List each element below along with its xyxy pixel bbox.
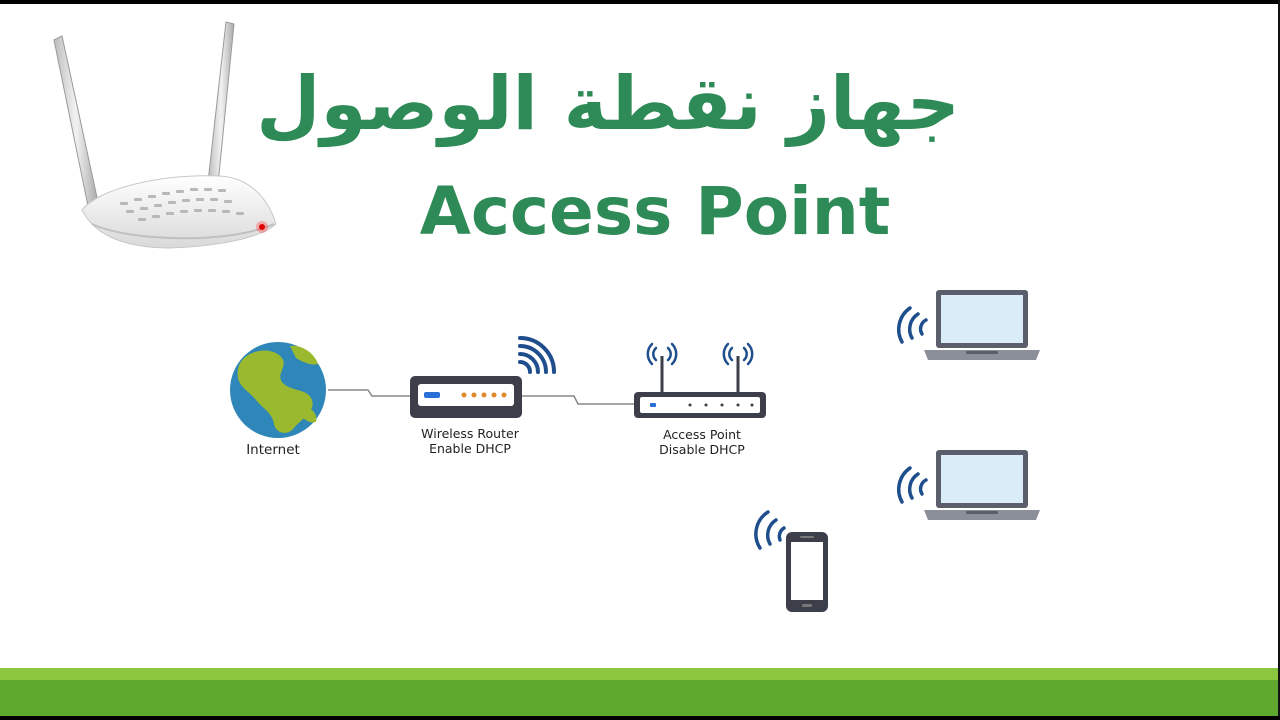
ap-label-line2: Disable DHCP [659,442,745,457]
wireless-router-icon [410,376,522,418]
router-product-icon [53,21,277,249]
laptop-icon [924,450,1040,520]
arabic-title: جهاز نقطة الوصول [256,61,960,147]
wifi-signal-icon [897,466,928,504]
wifi-signal-icon [897,306,928,344]
network-diagram [230,290,1040,612]
english-title: Access Point [419,173,891,250]
globe-icon [230,342,326,438]
wifi-signal-icon [518,336,556,374]
footer-band-dark [0,680,1280,716]
wifi-signal-icon [646,342,754,366]
slide: جهاز نقطة الوصول Access Point [0,4,1280,716]
smartphone-icon [786,532,828,612]
router-ap-cable [522,395,636,405]
internet-router-cable [328,389,412,397]
access-point-icon [634,356,766,418]
laptop-icon [924,290,1040,360]
ap-label-line1: Access Point [663,427,741,442]
router-label-line1: Wireless Router [421,426,519,441]
window-edge [1278,0,1280,716]
wifi-signal-icon [754,510,786,550]
router-label-line2: Enable DHCP [429,441,511,456]
footer-band-light [0,668,1280,680]
internet-label: Internet [246,442,300,458]
